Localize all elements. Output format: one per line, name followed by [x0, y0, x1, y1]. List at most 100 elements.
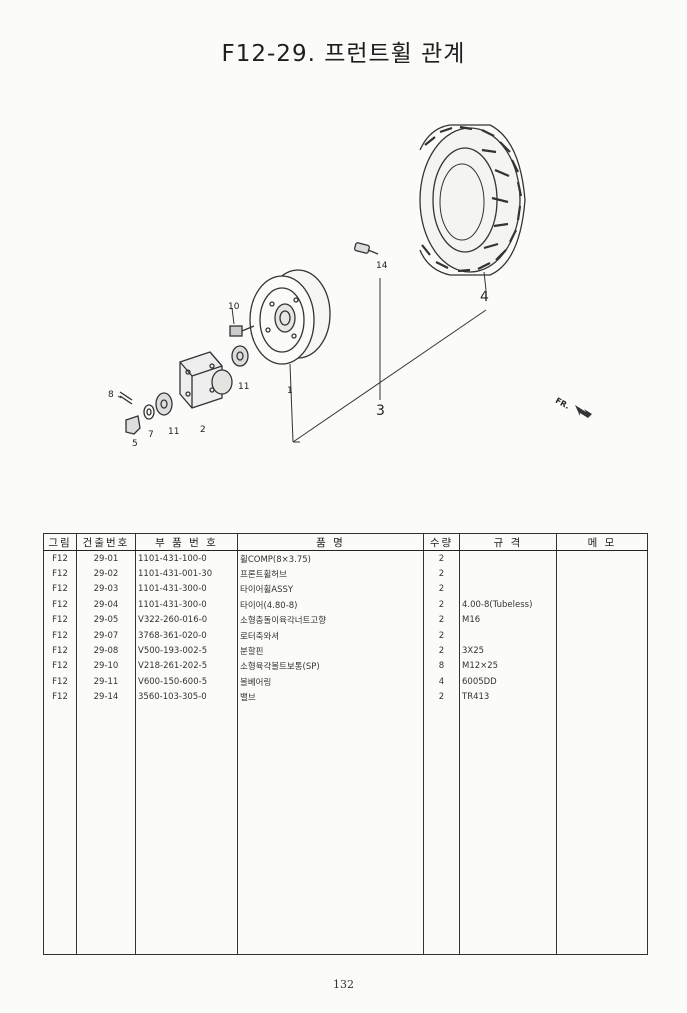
callout-14: 14 — [376, 261, 388, 271]
table-cell — [556, 658, 648, 675]
empty-table-row — [43, 751, 648, 767]
table-cell — [556, 797, 648, 813]
table-cell — [459, 935, 557, 955]
table-cell — [135, 735, 238, 752]
table-cell — [423, 935, 460, 955]
table-cell: 29-01 — [76, 550, 136, 567]
table-cell — [423, 889, 460, 905]
table-cell — [135, 920, 238, 936]
table-cell — [423, 828, 460, 844]
table-cell — [76, 920, 136, 936]
table-cell — [459, 812, 557, 829]
table-cell — [43, 828, 77, 844]
bearing-lower-drawing — [155, 392, 173, 416]
empty-table-row — [43, 720, 648, 736]
table-cell: V500-193-002-5 — [135, 643, 238, 659]
table-cell — [556, 904, 648, 921]
table-cell — [423, 904, 460, 921]
table-cell — [43, 889, 77, 905]
table-cell — [459, 904, 557, 921]
table-cell: 1101-431-300-0 — [135, 581, 238, 598]
table-cell — [237, 751, 424, 767]
table-cell: 29-02 — [76, 566, 136, 582]
table-cell — [237, 704, 424, 721]
table-cell: 29-08 — [76, 643, 136, 659]
table-cell — [556, 828, 648, 844]
table-cell — [76, 766, 136, 782]
table-cell — [459, 550, 557, 567]
table-cell — [556, 781, 648, 798]
table-cell — [459, 874, 557, 890]
valve-drawing — [354, 242, 379, 255]
table-cell — [135, 858, 238, 875]
table-cell: 2 — [423, 612, 460, 628]
table-cell — [43, 781, 77, 798]
table-cell — [237, 843, 424, 859]
washer-drawing — [143, 404, 155, 420]
table-cell — [76, 874, 136, 890]
table-cell — [43, 751, 77, 767]
table-cell — [135, 812, 238, 829]
callout-8: 8 — [108, 390, 114, 400]
direction-arrow — [575, 405, 592, 418]
callout-11-upper: 11 — [238, 382, 250, 392]
table-cell — [237, 735, 424, 752]
table-cell — [135, 720, 238, 736]
table-cell: 소형육각볼트보통(SP) — [237, 658, 424, 675]
table-cell — [76, 781, 136, 798]
empty-table-row — [43, 781, 648, 798]
table-cell — [237, 781, 424, 798]
table-cell — [423, 874, 460, 890]
table-cell — [135, 904, 238, 921]
table-cell — [556, 627, 648, 644]
empty-table-row — [43, 797, 648, 813]
table-cell — [423, 766, 460, 782]
tire-drawing — [419, 124, 526, 276]
table-cell — [237, 828, 424, 844]
table-cell — [76, 812, 136, 829]
table-cell: 프론트휠허브 — [237, 566, 424, 582]
table-cell: 로터축와셔 — [237, 627, 424, 644]
table-cell — [423, 704, 460, 721]
table-cell — [459, 828, 557, 844]
table-cell: V218-261-202-5 — [135, 658, 238, 675]
table-cell — [556, 735, 648, 752]
table-cell: 볼베어링 — [237, 674, 424, 690]
table-cell — [135, 751, 238, 767]
table-cell — [459, 720, 557, 736]
table-cell: F12 — [43, 643, 77, 659]
table-cell — [237, 858, 424, 875]
table-cell — [43, 766, 77, 782]
callout-11-lower: 11 — [168, 427, 180, 437]
empty-table-row — [43, 904, 648, 921]
empty-table-row — [43, 874, 648, 890]
wheel-rim-drawing — [249, 269, 331, 365]
callout-5: 5 — [132, 439, 138, 449]
table-cell — [556, 920, 648, 936]
table-cell — [423, 720, 460, 736]
table-cell: 타이어휠ASSY — [237, 581, 424, 598]
table-cell — [556, 612, 648, 628]
table-cell — [135, 766, 238, 782]
table-cell — [459, 920, 557, 936]
table-cell — [135, 828, 238, 844]
table-cell — [556, 643, 648, 659]
table-cell — [43, 920, 77, 936]
table-cell — [135, 889, 238, 905]
table-cell — [76, 889, 136, 905]
table-cell — [459, 766, 557, 782]
table-cell — [237, 720, 424, 736]
table-cell: 29-04 — [76, 597, 136, 613]
table-cell: V322-260-016-0 — [135, 612, 238, 628]
table-cell — [76, 720, 136, 736]
table-cell: 2 — [423, 689, 460, 705]
table-cell — [237, 920, 424, 936]
table-cell — [76, 843, 136, 859]
